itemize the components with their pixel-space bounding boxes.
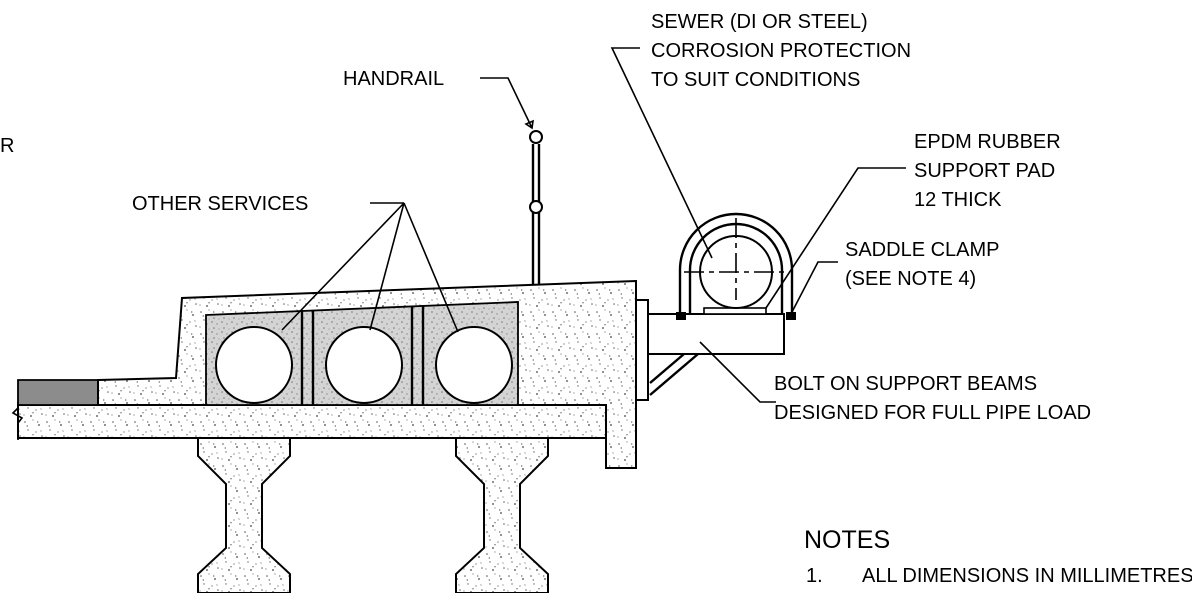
deck-slab (17, 404, 611, 439)
pad-label-2: SUPPORT PAD (914, 160, 1055, 182)
service-pipe-3 (435, 326, 513, 404)
handrail-post-icon (529, 130, 543, 284)
clamp-leader (791, 261, 838, 313)
pad-leader (765, 167, 906, 309)
service-pipe-2 (325, 326, 403, 404)
beam-label-2: DESIGNED FOR FULL PIPE LOAD (774, 402, 1091, 424)
road-surfacing (17, 379, 99, 406)
beam-label-1: BOLT ON SUPPORT BEAMS (774, 373, 1037, 395)
girder-left (197, 437, 291, 593)
other-services-leader (281, 202, 459, 333)
support-beam (635, 299, 785, 401)
other-services-label: OTHER SERVICES (132, 193, 308, 215)
sewer-label-3: TO SUIT CONDITIONS (651, 69, 860, 91)
break-line-icon (11, 402, 24, 440)
beam-leader (699, 341, 776, 403)
sewer-label-2: CORROSION PROTECTION (651, 40, 911, 62)
pad-label-3: 12 THICK (914, 189, 1002, 211)
clamp-label-2: (SEE NOTE 4) (845, 268, 976, 290)
note-1-text: ALL DIMENSIONS IN MILLIMETRES (862, 565, 1192, 587)
notes-heading: NOTES (804, 526, 890, 554)
sewer-label-1: SEWER (DI OR STEEL) (651, 11, 868, 33)
note-1-number: 1. (806, 565, 823, 587)
pipe-centerline-icon (684, 218, 790, 300)
stray-char: R (0, 135, 14, 157)
girder-right (455, 437, 549, 593)
service-pipe-1 (215, 326, 293, 404)
handrail-label: HANDRAIL (343, 68, 444, 90)
sewer-leader (610, 47, 713, 259)
clamp-label-1: SADDLE CLAMP (845, 239, 1000, 261)
pad-label-1: EPDM RUBBER (914, 131, 1061, 153)
handrail-leader (480, 77, 533, 129)
